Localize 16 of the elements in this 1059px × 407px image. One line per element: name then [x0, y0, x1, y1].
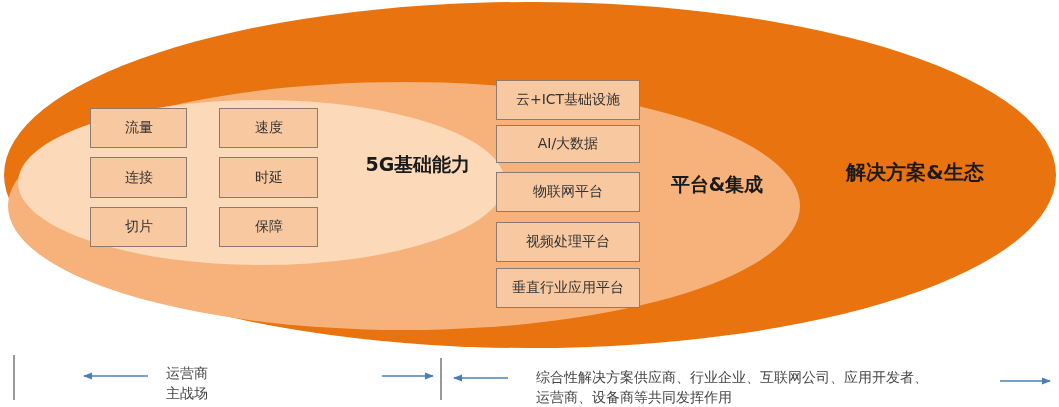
- ellipse-heading: 平台&集成: [670, 172, 764, 197]
- capability-box: 物联网平台: [496, 172, 640, 212]
- capability-box: AI/大数据: [496, 125, 640, 163]
- ellipse-heading: 5G基础能力: [365, 152, 471, 177]
- capability-box: 流量: [90, 108, 187, 148]
- capability-box: 垂直行业应用平台: [496, 268, 640, 308]
- capability-box: 连接: [90, 157, 187, 198]
- capability-box: 速度: [219, 108, 318, 148]
- capability-box: 切片: [90, 207, 187, 247]
- capability-box: 保障: [219, 207, 318, 247]
- note-text: 运营商主战场: [166, 364, 209, 403]
- note-text: 综合性解决方案供应商、行业企业、互联网公司、应用开发者、运营商、设备商等共同发挥作用: [536, 368, 929, 407]
- capability-box: 时延: [219, 157, 318, 198]
- capability-box: 云+ICT基础设施: [496, 80, 640, 120]
- capability-box: 视频处理平台: [496, 222, 640, 262]
- ellipse-heading: 解决方案&生态: [846, 158, 984, 186]
